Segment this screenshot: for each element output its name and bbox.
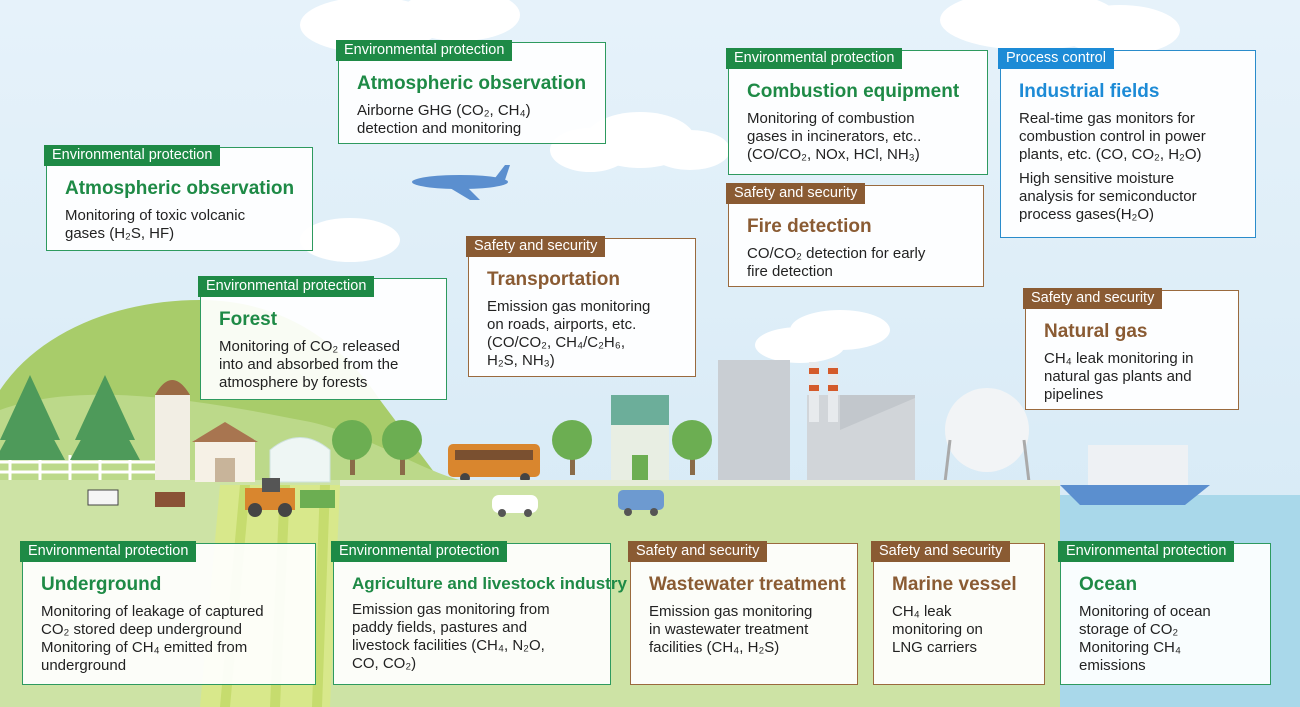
card-title: Atmospheric observation [357, 73, 587, 94]
cars [492, 490, 664, 517]
card-title: Wastewater treatment [649, 574, 846, 595]
card-title: Atmospheric observation [65, 178, 295, 199]
card-description: Emission gas monitoring from paddy field… [352, 601, 550, 672]
card-description: Monitoring of toxic volcanic gases (H₂S,… [65, 207, 246, 242]
card-description: Real-time gas monitors for combustion co… [1019, 110, 1206, 163]
category-tag: Safety and security [1023, 288, 1163, 309]
farm-buildings [155, 380, 331, 483]
card-description: CH₄ leak monitoring in natural gas plant… [1044, 350, 1194, 403]
category-tag: Environmental protection [44, 145, 221, 166]
card-underground: Environmental protection Underground Mon… [20, 541, 316, 685]
card-description: Monitoring of combustion gases in incine… [747, 110, 922, 163]
road [340, 480, 1060, 486]
card-description: Emission gas monitoring in wastewater tr… [649, 603, 813, 656]
category-tag: Environmental protection [726, 48, 903, 69]
tractor [245, 478, 335, 517]
category-tag: Environmental protection [331, 541, 508, 562]
category-tag: Process control [998, 48, 1114, 69]
card-description: Monitoring of leakage of captured CO₂ st… [41, 603, 264, 674]
card-description: CH₄ leak monitoring on LNG carriers [892, 603, 983, 656]
cows [87, 489, 185, 507]
card-title: Ocean [1079, 574, 1138, 595]
office-buildings [718, 360, 915, 482]
card-ocean: Environmental protection Ocean Monitorin… [1058, 541, 1271, 685]
card-atmospheric-airborne: Environmental protection Atmospheric obs… [336, 40, 606, 144]
card-description: Emission gas monitoring on roads, airpor… [487, 298, 651, 369]
card-title: Marine vessel [892, 574, 1017, 595]
card-title: Natural gas [1044, 321, 1148, 342]
card-title: Underground [41, 574, 162, 595]
category-tag: Safety and security [628, 541, 768, 562]
round-trees [332, 420, 712, 475]
category-tag: Environmental protection [336, 40, 513, 61]
card-forest: Environmental protection Forest Monitori… [198, 276, 447, 400]
category-tag: Environmental protection [20, 541, 197, 562]
card-title: Transportation [487, 269, 621, 290]
card-fire-detection: Safety and security Fire detection CO/CO… [726, 183, 984, 287]
card-title: Industrial fields [1019, 81, 1160, 102]
card-agriculture-livestock: Environmental protection Agriculture and… [331, 541, 627, 685]
clouds [300, 0, 1180, 363]
card-wastewater-treatment: Safety and security Wastewater treatment… [628, 541, 858, 685]
card-combustion-equipment: Environmental protection Combustion equi… [726, 48, 988, 175]
card-description: Monitoring of CO₂ released into and abso… [219, 338, 400, 391]
card-description-secondary: High sensitive moisture analysis for sem… [1019, 170, 1197, 223]
category-tag: Safety and security [466, 236, 606, 257]
pine-trees [0, 375, 140, 460]
house [611, 395, 669, 481]
card-description: Airborne GHG (CO₂, CH₄) detection and mo… [357, 102, 531, 137]
airplane [412, 165, 510, 200]
category-tag: Environmental protection [198, 276, 375, 297]
card-marine-vessel: Safety and security Marine vessel CH₄ le… [871, 541, 1045, 685]
card-industrial-fields: Process control Industrial fields Real-t… [998, 48, 1256, 238]
card-title: Forest [219, 309, 278, 330]
card-atmospheric-volcanic: Environmental protection Atmospheric obs… [44, 145, 313, 251]
gas-tank [943, 388, 1031, 483]
category-tag: Environmental protection [1058, 541, 1235, 562]
ship [1060, 445, 1210, 505]
card-natural-gas: Safety and security Natural gas CH₄ leak… [1023, 288, 1239, 410]
category-tag: Safety and security [726, 183, 866, 204]
card-title: Fire detection [747, 216, 872, 237]
card-transportation: Safety and security Transportation Emiss… [466, 236, 696, 377]
fence [0, 455, 160, 480]
category-tag: Safety and security [871, 541, 1011, 562]
card-description: CO/CO₂ detection for early fire detectio… [747, 245, 926, 280]
card-title: Combustion equipment [747, 81, 960, 102]
card-description: Monitoring of ocean storage of CO₂ Monit… [1079, 603, 1211, 674]
card-title: Agriculture and livestock industry [352, 574, 627, 593]
